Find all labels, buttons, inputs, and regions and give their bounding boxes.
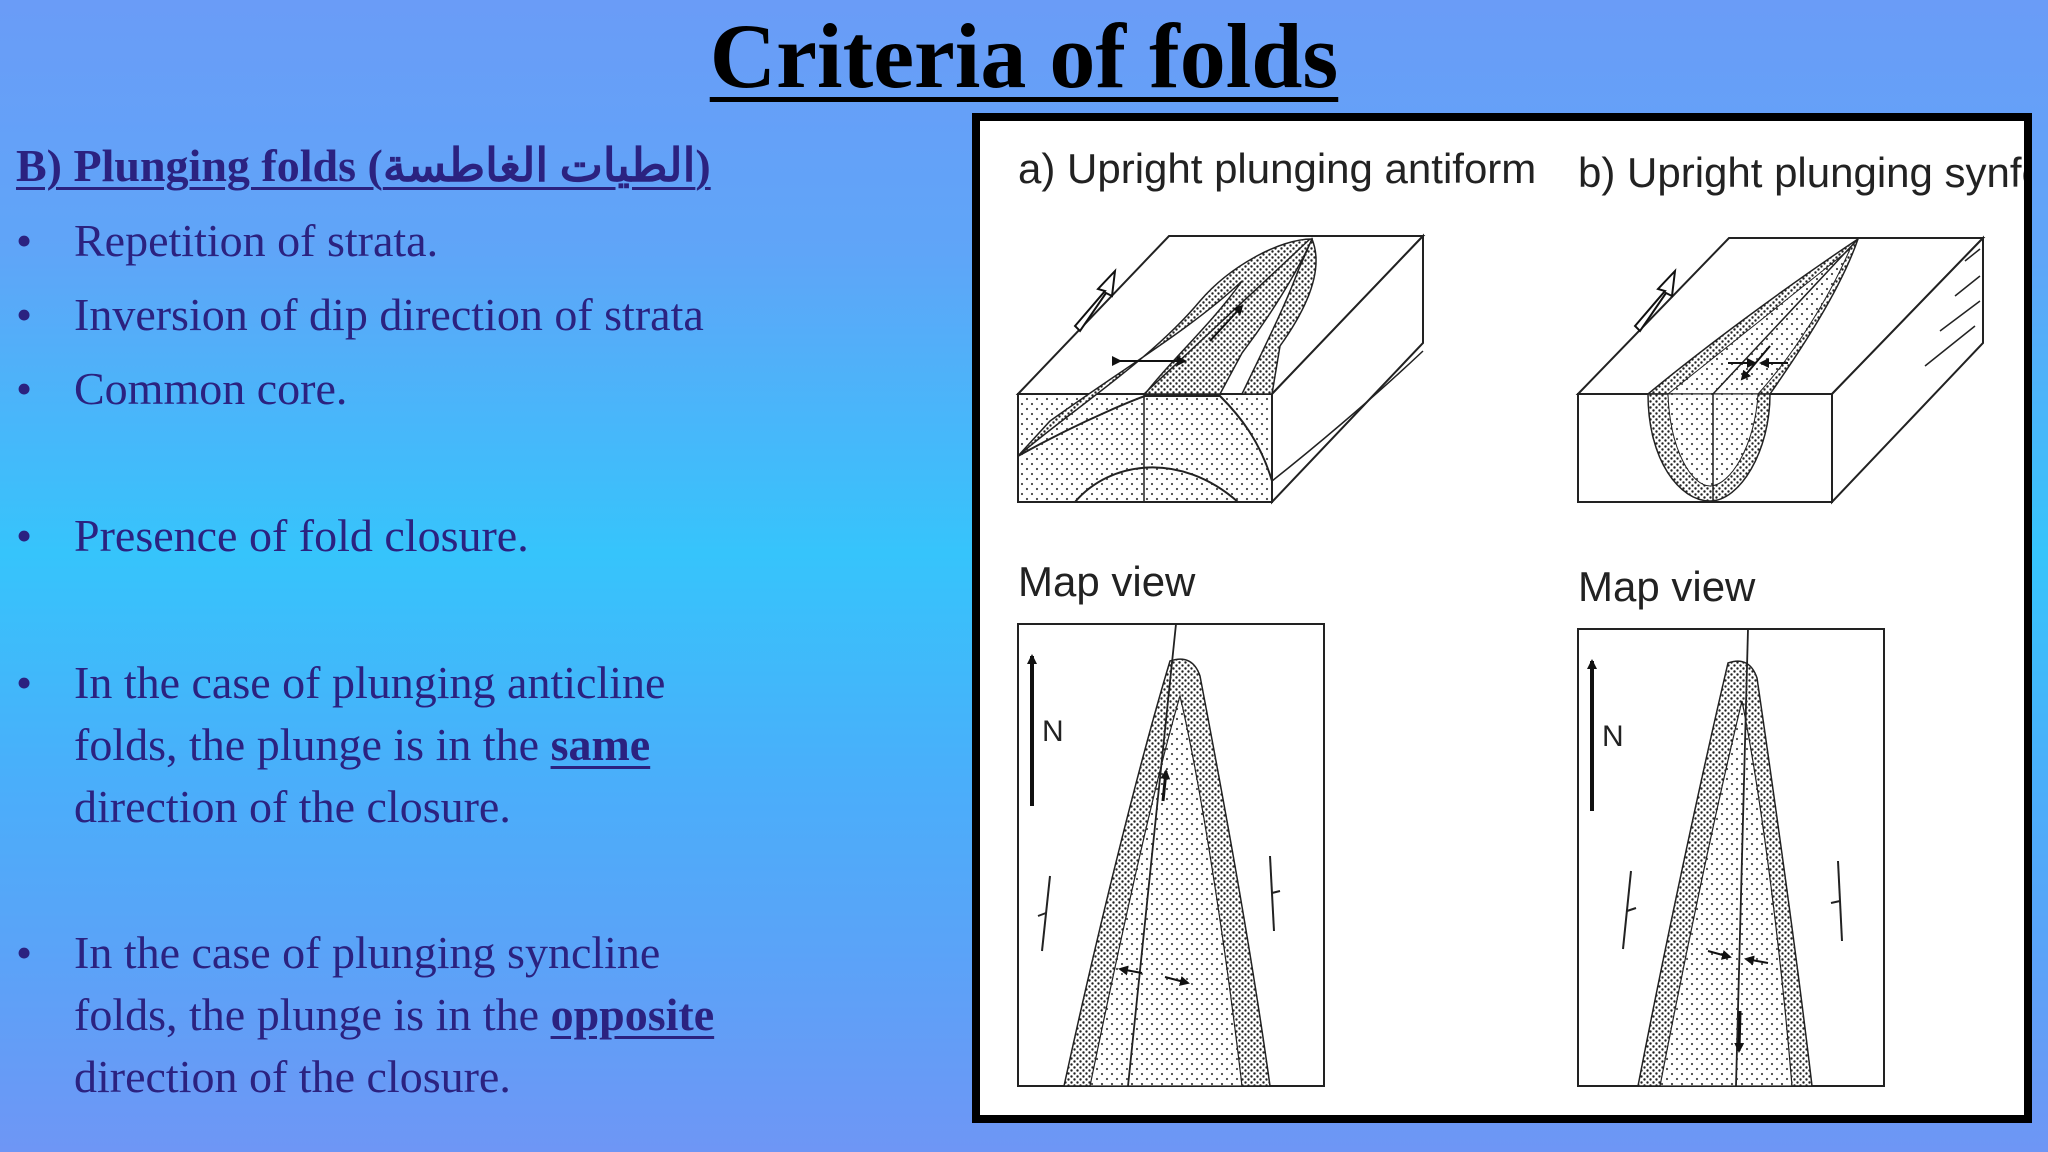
fold-diagram: a) Upright plunging antiform b) Upright … (1015, 145, 2024, 1087)
map-view-label-a: Map view (1018, 558, 1196, 605)
antiform-map: N (1017, 623, 1325, 1087)
bullet-text: Presence of fold closure. (74, 510, 529, 561)
bullet-text: Common core. (74, 363, 348, 414)
bullet-line: folds, the plunge is in the (74, 719, 551, 770)
bullet-marker: • (16, 510, 33, 561)
bullet-text: In the case of plunging anticline folds,… (74, 652, 914, 838)
bullet-marker: • (16, 363, 33, 414)
north-label-b: N (1602, 720, 1624, 753)
antiform-block (1015, 233, 1426, 505)
highlight-same: same (550, 719, 651, 770)
bullet-text: Repetition of strata. (74, 215, 439, 266)
bullet-marker: • (16, 289, 33, 340)
bullet-marker: • (16, 657, 33, 708)
bullet-marker: • (16, 927, 33, 978)
north-label-a: N (1042, 715, 1064, 748)
bullet-line: direction of the closure. (74, 781, 511, 832)
bullet-line: In the case of plunging syncline (74, 927, 661, 978)
bullet-marker: • (16, 215, 33, 266)
bullet-line: In the case of plunging anticline (74, 657, 666, 708)
map-view-label-b: Map view (1578, 563, 1756, 610)
synform-map: N (1577, 628, 1885, 1087)
section-subtitle: B) Plunging folds (الطيات الغاطسة) (16, 140, 711, 191)
synform-block (1575, 235, 1986, 505)
bullet-line: direction of the closure. (74, 1051, 511, 1102)
panel-b-label: b) Upright plunging synform (1578, 149, 2024, 196)
bullet-text: In the case of plunging syncline folds, … (74, 922, 914, 1108)
fold-diagram-figure: a) Upright plunging antiform b) Upright … (972, 113, 2032, 1123)
bullet-text: Inversion of dip direction of strata (74, 289, 704, 340)
panel-a-label: a) Upright plunging antiform (1018, 145, 1536, 192)
bullet-line: folds, the plunge is in the (74, 989, 551, 1040)
slide-title: Criteria of folds (709, 5, 1339, 107)
highlight-opposite: opposite (550, 989, 715, 1040)
